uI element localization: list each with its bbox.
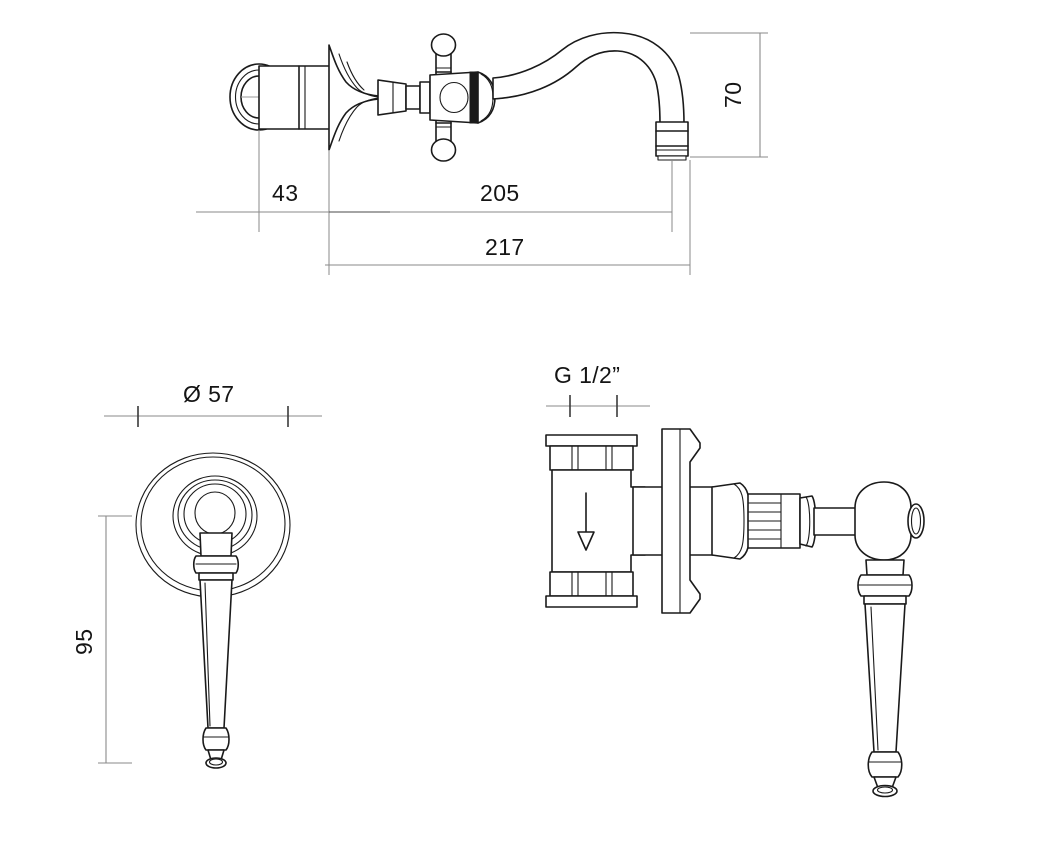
lever-ball-side-boss [907,503,925,539]
handle-collar-band [469,71,479,124]
dim-label-diameter-57: Ø 57 [183,381,234,407]
valve-inlet-pipe [545,434,646,608]
spout-swan-neck [492,31,685,125]
valve-wall-plate [661,428,701,614]
dimension-group-front-view: Ø 57 95 [71,381,322,764]
cross-handle[interactable] [429,33,496,162]
view-front-elevation-escutcheon-lever [135,452,291,769]
flow-direction-arrow-icon [577,492,595,551]
dim-label-95: 95 [71,629,97,655]
dim-label-217: 217 [485,234,525,260]
spout-wall-flange [328,44,380,151]
valve-cartridge-threaded [747,493,817,549]
spout-outlet-aerator [655,121,689,161]
dimension-group-thread: G 1/2” [546,362,650,417]
view-side-elevation-spout-assembly [229,31,689,162]
lever-ball-joint [854,481,925,561]
dim-label-70: 70 [720,82,746,108]
lever-handle-section[interactable] [864,603,906,798]
cross-handle-hub-circle [439,81,469,114]
lever-neck-front [192,532,240,581]
lever-collar-section [857,559,913,605]
dim-label-43: 43 [272,180,298,206]
valve-bonnet [711,482,751,560]
dim-label-205: 205 [480,180,520,206]
lever-handle-front[interactable] [199,579,233,769]
cross-handle-ball-top [430,33,457,57]
cross-handle-ball-bottom [430,138,457,162]
dimension-group-top-view: 43 205 217 70 [196,32,768,275]
view-section-valve-body [545,428,925,798]
dim-label-thread: G 1/2” [554,362,620,388]
spout-body-stem [377,79,431,116]
spout-inlet-tube [258,65,331,130]
escutcheon-inner-rings [172,475,258,557]
